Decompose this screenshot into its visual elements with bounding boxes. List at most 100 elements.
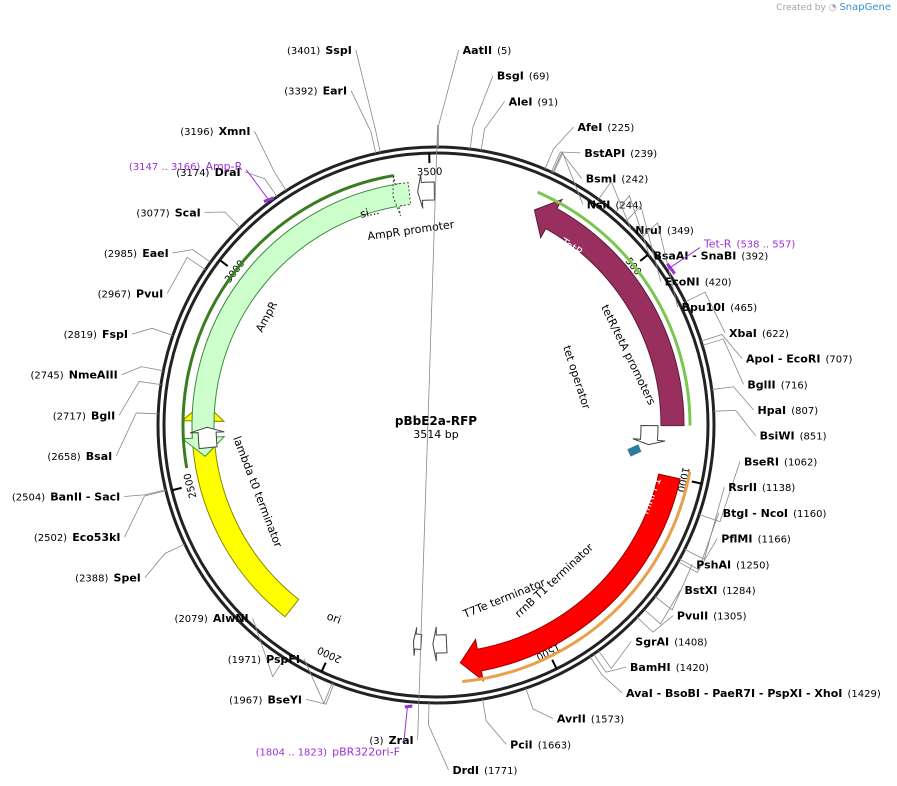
site-leader-line [685,291,726,334]
site-bseyi[interactable]: (1967) BseYI [229,683,335,708]
site-eari[interactable]: (3392) EarI [284,80,377,154]
site-avrii[interactable]: AvrII (1573) [525,687,624,726]
feature-mrfp1[interactable] [459,473,681,682]
feature-lambda-t0-terminator[interactable] [189,426,225,450]
tick-2500 [171,486,182,492]
site-label: AatII (5) [463,39,512,58]
feature-signal-box[interactable] [392,174,412,217]
site-hpai[interactable]: HpaI (807) [711,386,819,418]
site-apoi-ecori[interactable]: ApoI - EcoRI (707) [700,333,853,366]
primer-pbr322ori-f[interactable]: (1804 .. 1823) pBR322ori-F [256,704,413,760]
site-nsii[interactable]: NsiI (244) [553,152,642,212]
site-rsrii[interactable]: RsrII (1138) [684,476,796,560]
site-bstapi[interactable]: BstAPI (239) [550,142,657,173]
site-leader-line [544,126,574,170]
tick-label-3500: 3500 [417,167,443,179]
site-bsgi[interactable]: BsgI (69) [469,65,550,150]
tick-label-2500: 2500 [182,472,199,499]
created-by-text: Created by [776,3,826,13]
site-bamhi[interactable]: BamHI (1420) [593,653,709,675]
site-avai-bsobi-paer7i-pspxi-xhoi[interactable]: AvaI - BsoBI - PaeR7I - PspXI - XhoI (14… [589,656,881,701]
site-label: SgrAI (1408) [635,630,707,649]
site-bstxi[interactable]: BstXI (1284) [643,579,756,625]
site-afei[interactable]: AfeI (225) [544,116,635,170]
site-sspi[interactable]: (3401) SspI [287,39,381,153]
site-xbai[interactable]: XbaI (622) [685,291,789,341]
site-label: PvuII (1305) [677,605,747,624]
site-scai[interactable]: (3077) ScaI [136,201,241,228]
site-leader-line [480,101,505,151]
site-leader-line [702,338,744,385]
site-leader-line [118,381,162,416]
feature-ampr-promoter[interactable] [417,174,435,209]
site-bsaai-snabi[interactable]: BsaAI - SnaBI (392) [614,194,768,264]
site-leader-line [553,152,584,205]
primer-amp-r[interactable]: (3147 .. 3166) Amp-R [129,155,275,203]
site-label: BsgI (69) [497,65,550,84]
site-eco53ki[interactable]: (2502) Eco53kI [34,490,166,545]
site-bglii[interactable]: BglII (716) [702,338,808,392]
site-alei[interactable]: AleI (91) [480,90,558,151]
site-zrai[interactable]: (3) ZraI [369,124,439,748]
primer-sites: (3147 .. 3166) Amp-R Tet-R (538 .. 557) (1… [129,155,795,760]
site-sgrai[interactable]: SgrAI (1408) [598,630,708,670]
primer-tet-r[interactable]: Tet-R (538 .. 557) [666,233,795,275]
site-eaei[interactable]: (2985) EaeI [104,242,211,263]
site-label: PflMI (1166) [721,528,791,547]
site-aatii[interactable]: AatII (5) [438,39,512,148]
site-pvuii[interactable]: PvuII (1305) [636,605,747,633]
site-pcii[interactable]: PciI (1663) [482,699,572,752]
site-label: (2079) AlwNI [175,607,249,626]
site-bseri[interactable]: BseRI (1062) [699,450,817,523]
site-bsmi[interactable]: BsmI (242) [552,151,649,187]
site-banii-saci[interactable]: (2504) BanII - SacI [12,485,166,504]
site-label: BsiWI (851) [760,425,827,444]
site-label: BstAPI (239) [584,142,657,161]
site-bsiwi[interactable]: BsiWI (851) [713,409,827,444]
site-pvui[interactable]: (2967) PvuI [98,256,206,301]
site-label: BseRI (1062) [744,450,817,469]
site-econi[interactable]: EcoNI (420) [625,204,732,290]
site-leader-line [305,683,335,705]
site-label: (3077) ScaI [136,201,200,220]
plasmid-name: pBbE2a-RFP [395,414,477,428]
site-leader-line [525,687,554,719]
feature-t7te-terminator[interactable] [412,627,423,656]
site-leader-line [131,327,173,336]
site-drai[interactable]: (3174) DraI [176,161,278,198]
tick-1500 [551,659,558,670]
site-leader-line [482,699,507,745]
feature-tetr-teta-promoters[interactable] [632,425,666,446]
tick-1000 [691,480,702,485]
primer-label: (1804 .. 1823) pBR322ori-F [256,740,400,759]
site-label: BsaAI - SnaBI (392) [653,245,768,264]
site-leader-line [641,222,679,308]
site-fspi[interactable]: (2819) FspI [64,323,173,342]
site-label: (2717) BglI [53,404,115,423]
site-label: AfeI (225) [577,116,634,135]
feature-tet-operator[interactable] [627,444,642,457]
site-leader-line [636,615,674,633]
site-xmni[interactable]: (3196) XmnI [180,120,287,191]
feature-tetr[interactable] [533,198,685,427]
site-label: (3196) XmnI [180,120,250,139]
feature-rrnb-t1-terminator[interactable] [432,626,448,662]
site-leader-line [166,256,206,294]
site-leader-line [654,564,693,611]
site-alwni[interactable]: (2079) AlwNI [175,607,285,678]
site-nmeaiii[interactable]: (2745) NmeAIII [30,364,164,383]
site-leader-line [204,211,241,228]
label-ori: ori [325,610,343,627]
site-pshai[interactable]: PshAI (1250) [654,553,770,611]
site-label: BglII (716) [747,373,807,392]
site-pflmi[interactable]: PflMI (1166) [677,528,791,574]
site-label: PshAI (1250) [696,553,769,572]
site-spei[interactable]: (2388) SpeI [75,543,185,586]
site-leader-line [550,151,581,173]
site-drdi[interactable]: DrdI (1771) [428,702,517,778]
site-leader-line [244,171,278,198]
primer-mark [263,196,275,203]
site-leader-line [438,49,460,148]
site-bsai[interactable]: (2658) BsaI [47,412,159,464]
site-bgli[interactable]: (2717) BglI [53,381,162,423]
